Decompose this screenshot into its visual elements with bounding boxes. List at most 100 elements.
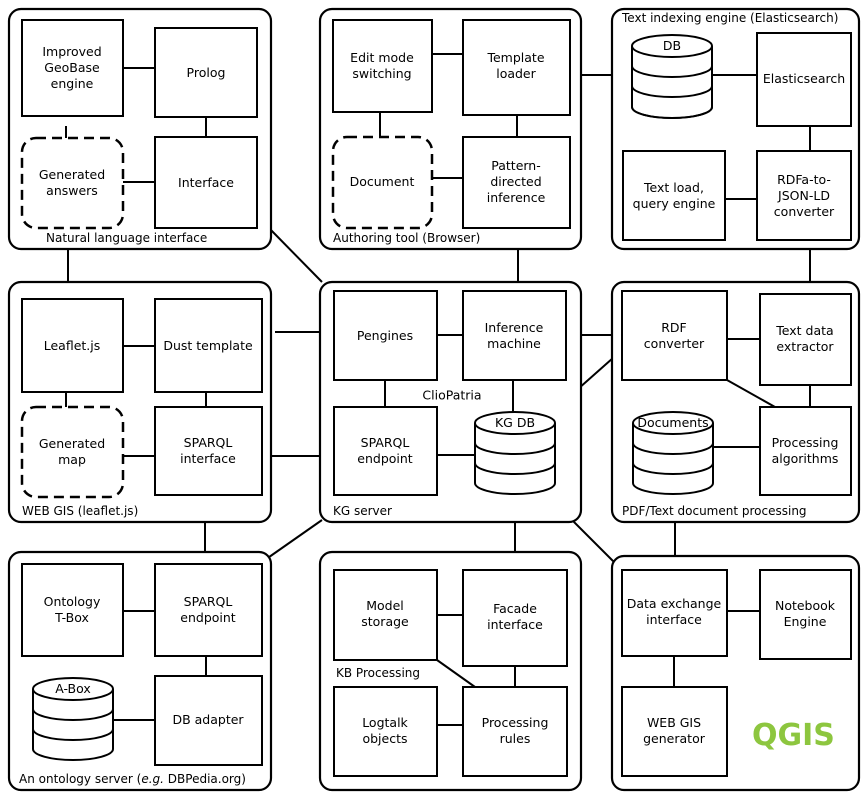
logtalk-objects-box xyxy=(333,686,438,777)
documents-cylinder: Documents xyxy=(632,411,714,495)
template-loader-box xyxy=(462,19,571,116)
label-line: interface xyxy=(180,451,236,466)
edit-mode-switching-box xyxy=(332,19,433,113)
sparql-interface-box xyxy=(154,406,263,496)
processing-algorithms-box xyxy=(759,406,852,496)
label-line: T-Box xyxy=(54,610,89,625)
a-box-label: A-Box xyxy=(55,681,91,696)
ontology-t-box-box xyxy=(21,563,124,657)
label-line: endpoint xyxy=(180,610,236,625)
label-line: Leaflet.js xyxy=(44,338,101,353)
label-line: KG DB xyxy=(495,415,535,430)
document-box xyxy=(331,135,434,230)
label-line: A-Box xyxy=(55,681,91,696)
label-line: Processing xyxy=(482,715,549,730)
pdf-text-processing-title: PDF/Text document processing xyxy=(622,504,807,518)
label-line: rules xyxy=(500,731,531,746)
label-line: Facade xyxy=(493,601,537,616)
label-line: map xyxy=(58,452,86,467)
label-line: converter xyxy=(644,336,705,351)
label-line: engine xyxy=(51,76,94,91)
document-label: Document xyxy=(350,174,415,189)
label-line: WEB GIS xyxy=(647,715,701,730)
elasticsearch-label: Elasticsearch xyxy=(763,71,845,86)
label-line: SPARQL xyxy=(184,594,233,609)
label-line: Generated xyxy=(39,167,105,182)
kg-server-title: KG server xyxy=(333,504,392,518)
generated-map-box xyxy=(20,405,125,499)
text-indexing-engine-title: Text indexing engine (Elasticsearch) xyxy=(621,11,838,25)
label-line: Pengines xyxy=(357,328,413,343)
label-line: Prolog xyxy=(187,65,226,80)
kb-processing-title: KB Processing xyxy=(336,666,420,680)
label-line: RDF xyxy=(661,320,687,335)
label-line: Improved xyxy=(42,44,101,59)
dust-template-box xyxy=(154,298,263,393)
label-line: JSON-LD xyxy=(777,188,830,203)
interface-box xyxy=(154,136,258,229)
elasticsearch-box xyxy=(756,32,852,127)
processing-rules-box xyxy=(462,686,568,777)
label-line: directed xyxy=(490,174,541,189)
label-line: loader xyxy=(496,66,536,81)
sparql-endpoint-ontology-box xyxy=(154,563,263,657)
a-box-cylinder: A-Box xyxy=(32,677,114,761)
label-line: converter xyxy=(774,204,835,219)
label-line: Engine xyxy=(784,614,827,629)
documents-label: Documents xyxy=(637,415,708,430)
label-line: inference xyxy=(487,190,546,205)
natural-language-interface-title: Natural language interface xyxy=(46,231,207,245)
db-adapter-label: DB adapter xyxy=(172,712,244,727)
leaflet-js-box xyxy=(21,298,124,393)
label-line: Dust template xyxy=(163,338,253,353)
label-line: Interface xyxy=(178,175,234,190)
text-load-query-engine-box xyxy=(622,150,726,241)
sparql-endpoint-box xyxy=(333,406,438,496)
label-line: Edit mode xyxy=(350,50,414,65)
label-line: interface xyxy=(487,617,543,632)
label-line: Text load, xyxy=(643,180,704,195)
label-line: query engine xyxy=(633,196,716,211)
kg-db-cylinder: KG DB xyxy=(474,411,556,495)
label-line: DB adapter xyxy=(172,712,244,727)
notebook-engine-box xyxy=(759,569,852,660)
label-line: generator xyxy=(643,731,706,746)
improved-geobase-engine-box xyxy=(21,19,124,117)
pengines-box xyxy=(333,290,438,381)
interface-label: Interface xyxy=(178,175,234,190)
label-line: SPARQL xyxy=(184,435,233,450)
facade-interface-box xyxy=(462,569,568,667)
inference-machine-box xyxy=(462,290,567,381)
label-line: Logtalk xyxy=(362,715,408,730)
group-text-indexing-engine: Text indexing engine (Elasticsearch) DB … xyxy=(610,7,861,251)
web-gis-leaflet-title: WEB GIS (leaflet.js) xyxy=(22,504,138,518)
label-line: Model xyxy=(366,598,404,613)
dust-template-label: Dust template xyxy=(163,338,253,353)
label-line: RDFa-to- xyxy=(777,172,831,187)
db-cylinder: DB xyxy=(631,34,713,119)
label-line: switching xyxy=(352,66,411,81)
ontology-server-title: An ontology server (e.g. DBPedia.org) xyxy=(19,772,246,786)
label-line: Text data xyxy=(775,323,833,338)
text-load-query-engine-label: Text load,query engine xyxy=(633,180,716,211)
